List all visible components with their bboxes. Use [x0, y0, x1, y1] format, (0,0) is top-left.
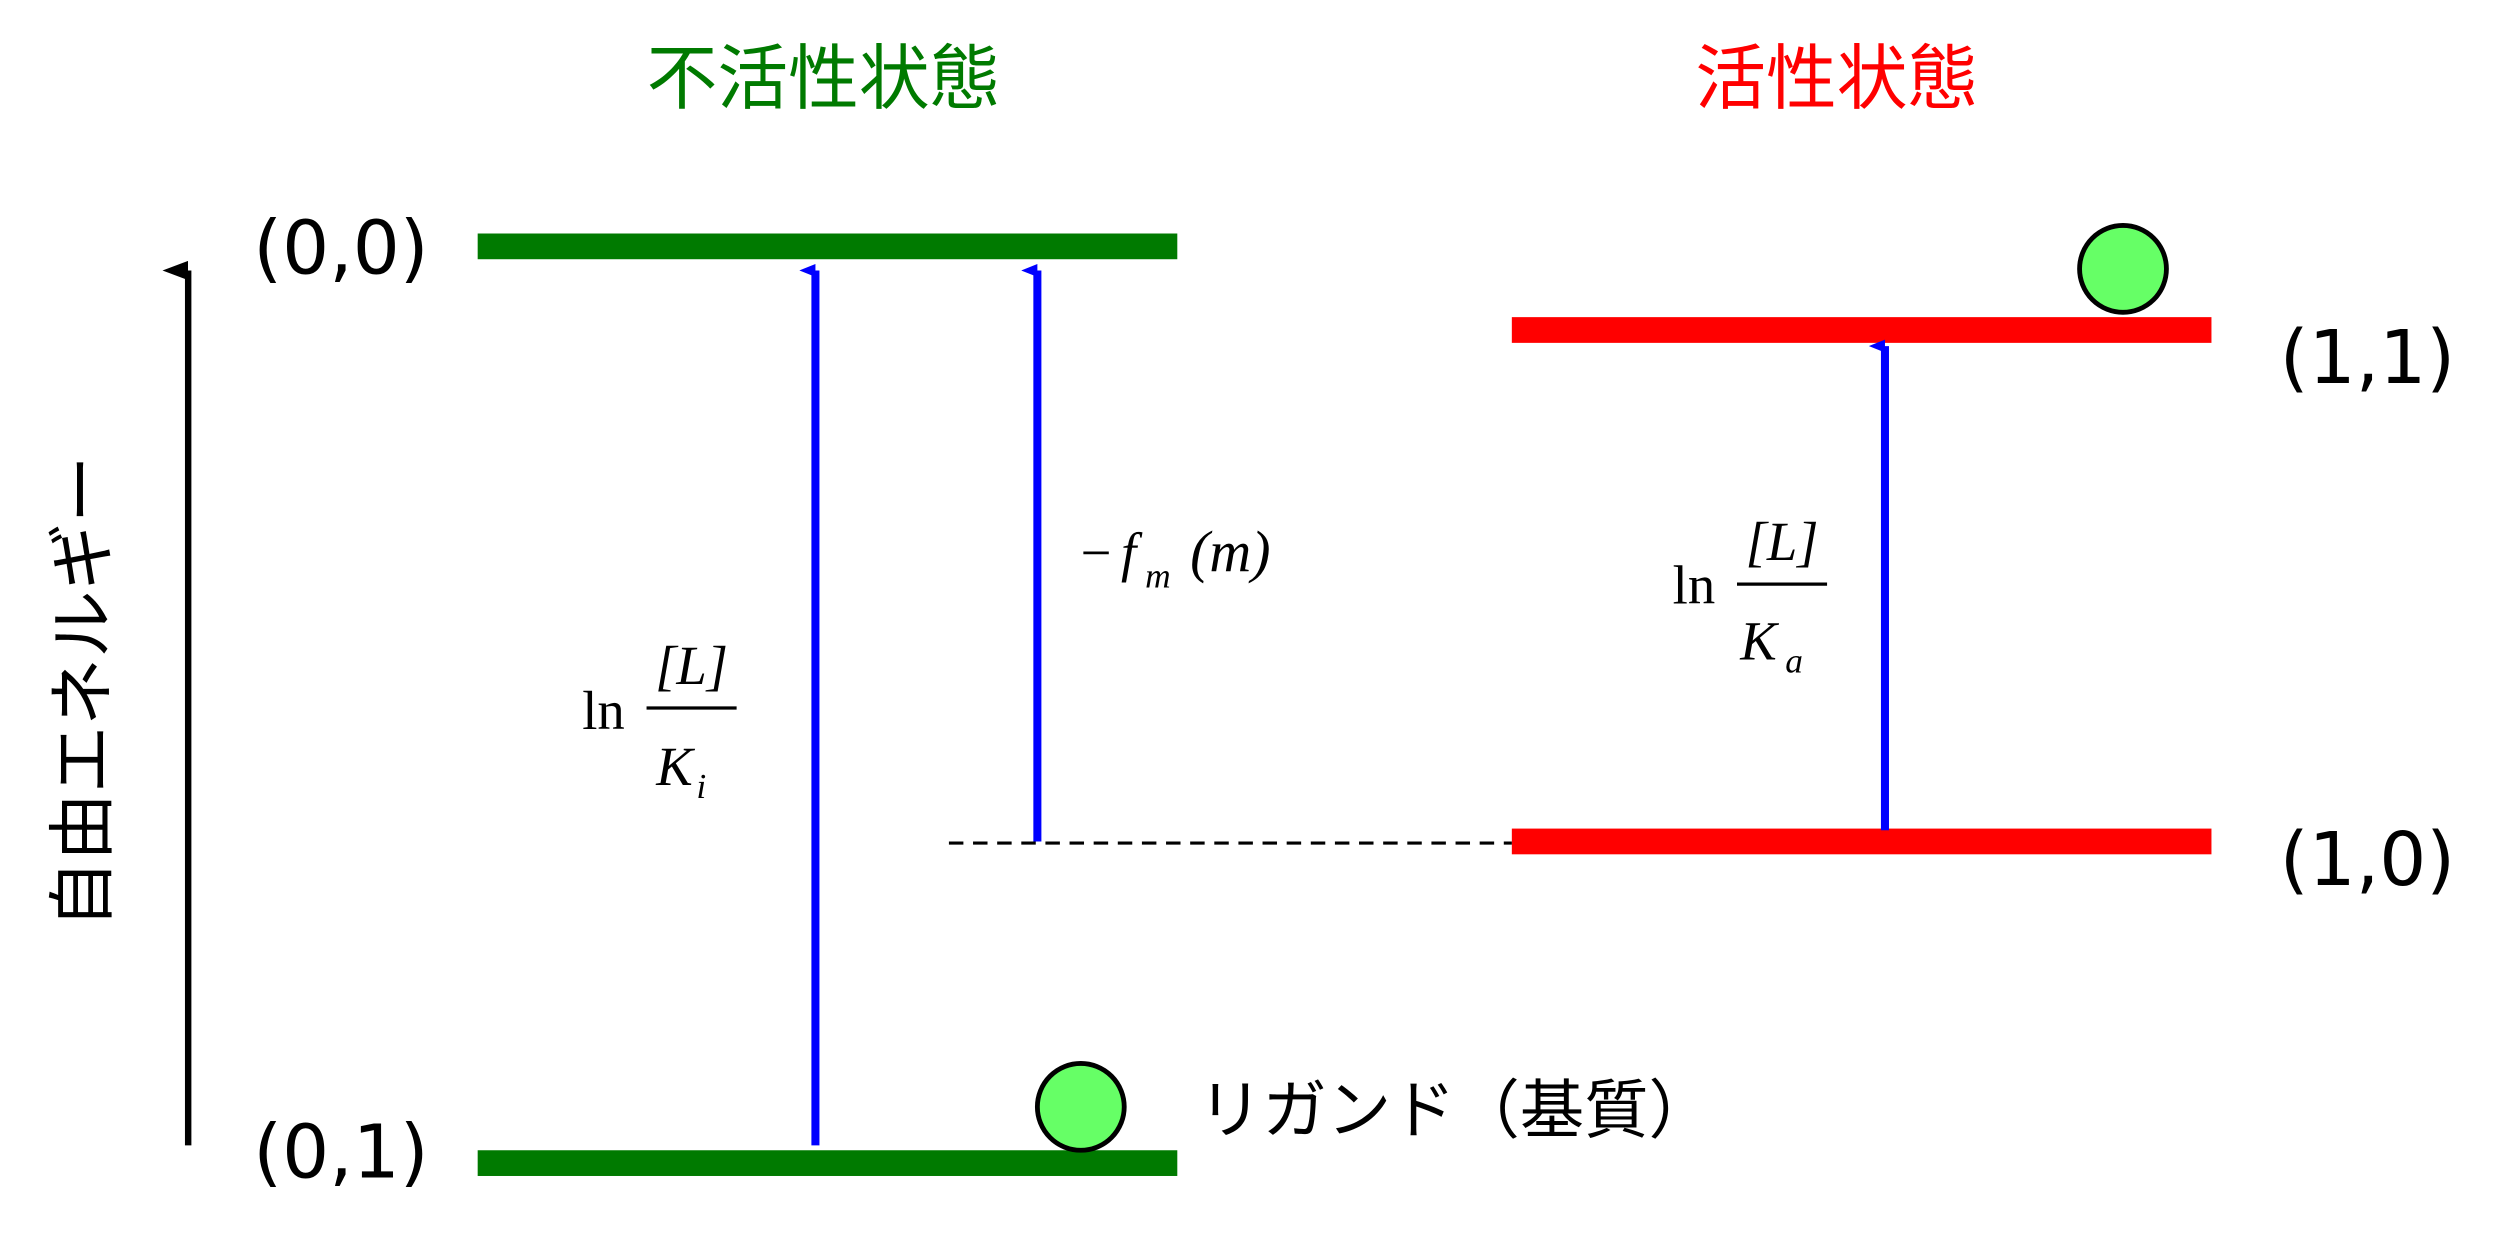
state-label-1-0: (1,0) — [2280, 817, 2455, 903]
state-label-1-1: (1,1) — [2280, 315, 2455, 401]
ligand-label: リガンド（基質） — [1198, 1074, 1713, 1149]
level-0-0 — [477, 233, 1178, 260]
formula-ln: ln — [582, 680, 625, 741]
ligand-circle-legend — [1034, 1060, 1127, 1153]
formula-ln-L-over-Ki: ln [L] K i — [582, 635, 737, 806]
level-1-1 — [1511, 317, 2212, 343]
formula-subscript: i — [696, 766, 706, 806]
active-state-title: 活性状態 — [1695, 37, 1978, 120]
formula-numerator: [L] — [1746, 511, 1819, 572]
formula-f: f — [1121, 522, 1143, 583]
formula-denominator: K — [655, 736, 695, 797]
formula-minus: − — [1081, 522, 1112, 583]
inactive-state-title: 不活性状態 — [647, 37, 1001, 120]
formula-ln: ln — [1673, 554, 1716, 615]
formula-subscript: m — [1145, 555, 1171, 595]
state-label-0-0: (0,0) — [253, 206, 428, 292]
formula-denominator: K — [1739, 611, 1779, 672]
level-1-0 — [1511, 828, 2212, 855]
formula-numerator: [L] — [655, 635, 728, 696]
formula-argument: (m) — [1190, 519, 1270, 584]
formula-ln-L-over-Ka: ln [L] K a — [1673, 511, 1828, 681]
energy-axis-label: 自由エネルギー — [43, 455, 122, 928]
formula-subscript: a — [1785, 641, 1803, 681]
level-0-1 — [477, 1150, 1178, 1176]
state-label-0-1: (0,1) — [253, 1110, 428, 1196]
ligand-circle-active — [2077, 223, 2169, 315]
formula-minus-fm-m: − f m (m) — [1081, 519, 1271, 595]
